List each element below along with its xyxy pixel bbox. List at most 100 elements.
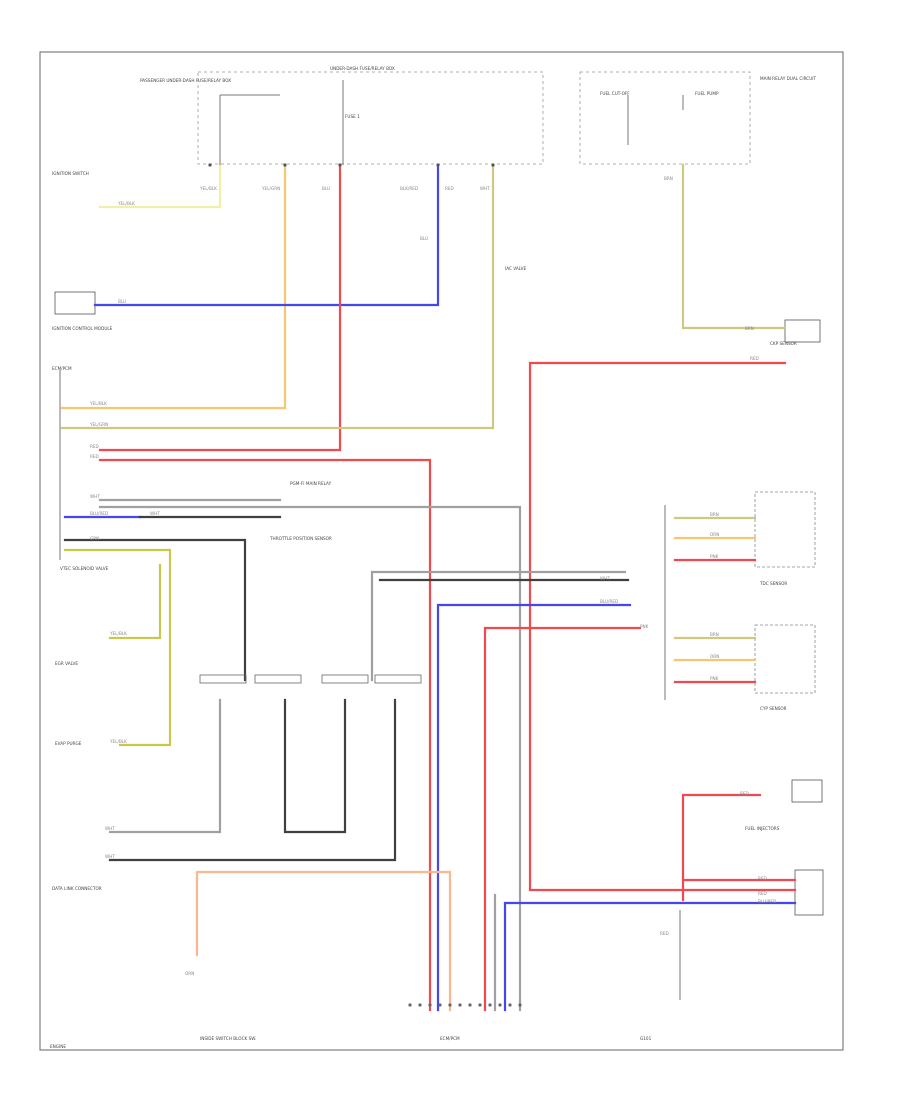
wire-color-label-4: BLK/RED [400,186,418,191]
vtec-label: VTEC SOLENOID VALVE [60,566,109,571]
cyp-label: CYP SENSOR [760,706,787,711]
fuse-pin-4 [491,163,495,167]
wire-color-label-11: WHT [90,494,100,499]
wire-color-label-0: YEL/BLK [117,201,135,206]
tdc-label: TDC SENSOR [759,581,787,586]
fuse-pin-2 [338,163,342,167]
wire-blue-tdc [436,603,632,1012]
wire-red-center [98,163,342,452]
fuel-injector-box [791,779,823,803]
wire-color-label-6: BLU [118,299,126,304]
ecm-pin-10 [508,1003,512,1007]
data-connector-box [794,869,824,916]
igniter-label: IGNITION CONTROL MODULE [52,326,113,331]
wire-color-label-23: ORN [710,532,719,537]
ecm-pin-0 [408,1003,412,1007]
wire-color-label-12: BLU/RED [90,511,108,516]
wire-color-label-9: RED [90,444,99,449]
fuse-box-label: UNDER-DASH FUSE/RELAY BOX [330,66,395,71]
ecm-pin-1 [418,1003,422,1007]
data-link-label: DATA LINK CONNECTOR [52,886,102,891]
wire-color-label-10: RED [90,454,99,459]
connector-group [199,163,522,1007]
fuse-number-label: FUSE 1 [345,114,360,119]
diagram-border [39,51,844,1051]
wire-color-label-31: RED [740,791,749,796]
ecm-pin-4 [448,1003,452,1007]
wire-color-label-21: RED [750,356,759,361]
ground-label: G101 [640,1036,652,1041]
fuse-pin-1 [283,163,287,167]
fuse-pin-0 [208,163,212,167]
footer-label: ENGINE [50,1044,66,1049]
ecm-pin-11 [518,1003,522,1007]
icm-note-label: INSIDE SWITCH BLOCK SW. [200,1036,256,1041]
wire-color-label-29: BLU/RED [600,599,618,604]
connector-block-3 [374,674,422,684]
wire-color-label-24: PNK [710,554,719,559]
wire-red-long [528,361,797,892]
pgm-fi-label: PGM-FI MAIN RELAY [290,481,332,486]
wire-label-group: YEL/BLK YEL/BLK YEL/GRN BLU BLK/RED RED BLU YEL… [89,176,776,976]
wire-color-label-22: BRN [710,512,719,517]
wire-yellow-egr [108,563,162,640]
wire-color-label-17: BLU [420,236,428,241]
ecm-label: ECM/PCM [52,366,72,371]
wire-color-label-26: ORN [710,654,719,659]
ignition-switch-label: IGNITION SWITCH [52,171,89,176]
wire-color-label-3: BLU [322,186,330,191]
wire-color-label-36: WHT [105,826,115,831]
wire-color-label-1: YEL/BLK [199,186,217,191]
wire-color-label-2: YEL/GRN [261,186,280,191]
wire-color-label-19: BRN [664,176,673,181]
wire-yellow-evap [63,548,172,747]
wire-color-label-8: YEL/GRN [89,422,108,427]
wire-color-label-20: BRN [745,326,754,331]
wire-gray-2 [98,505,522,1012]
fuse-box-outline [197,71,544,165]
wire-dark-dl3 [108,698,397,862]
iac-label: IAC VALVE [505,266,526,271]
ecm-pin-8 [488,1003,492,1007]
fuel-box-outline [579,71,751,165]
igniter-box [54,291,96,315]
wire-dark-2 [63,538,247,682]
wire-color-label-33: RED [758,891,767,896]
connector-block-2 [321,674,369,684]
wire-dark-dl2 [283,698,347,834]
wire-color-label-13: WHT [150,511,160,516]
ckp-label: CKP SENSOR [770,341,797,346]
ecm-pin-9 [498,1003,502,1007]
wire-color-label-14: GRN [90,536,99,541]
wire-red-tdc [483,626,642,1012]
wire-color-label-5: RED [445,186,454,191]
wire-color-label-27: PNK [710,676,719,681]
ecm-pin-6 [468,1003,472,1007]
wire-color-label-37: WHT [105,854,115,859]
wire-color-label-32: RED [758,876,767,881]
main-relay-note: MAIN RELAY DUAL CIRCUIT [760,76,816,81]
passenger-fuse-box-label: PASSENGER UNDER-DASH FUSE/RELAY BOX [140,78,231,83]
cyp-box [754,624,816,694]
wire-color-label-30: PNK [640,624,649,629]
wire-color-label-35: ORN [185,971,194,976]
ecm-pin-3 [438,1003,442,1007]
wire-gray-dl1 [108,698,222,834]
wire-olive-iac [60,163,495,430]
wire-color-label-38: RED [660,931,669,936]
wire-color-label-34: BLU/RED [758,899,776,904]
wire-color-label-28: WHT [600,576,610,581]
ckp-box [784,319,821,343]
connector-block-1 [254,674,302,684]
wire-blue-igniter [93,163,440,307]
wire-color-label-25: BRN [710,632,719,637]
wire-olive-fuel [681,163,787,330]
wire-yellow-ign [98,163,222,209]
egr-label: EGR VALVE [55,661,78,666]
tdc-box [754,491,816,568]
wire-gray-tdc [370,570,627,682]
wire-blue-data [503,901,797,1012]
wire-orange-ecm [60,163,287,410]
